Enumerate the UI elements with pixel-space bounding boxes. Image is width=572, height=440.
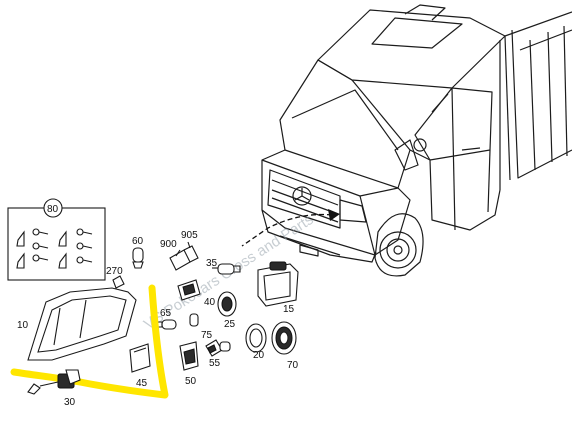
callout-75: 75 [201, 330, 213, 341]
callout-35: 35 [206, 258, 218, 269]
part-15-cover [257, 261, 299, 307]
part-50-socket [179, 341, 199, 371]
part-35-bulb [212, 263, 241, 275]
callout-70: 70 [287, 360, 299, 371]
part-20-cap [245, 323, 267, 353]
callout-50: 50 [185, 376, 197, 387]
part-30-adjuster-motor [27, 369, 81, 395]
callout-905: 905 [181, 230, 198, 241]
callout-10: 10 [17, 320, 29, 331]
callout-30: 30 [64, 397, 76, 408]
part-80-hardware-kit [7, 198, 106, 281]
van-illustration [241, 4, 572, 277]
callout-270: 270 [106, 266, 123, 277]
callout-25: 25 [224, 319, 236, 330]
callout-40: 40 [204, 297, 216, 308]
callout-60: 60 [132, 236, 144, 247]
callout-20: 20 [253, 350, 265, 361]
callout-80: 80 [47, 204, 59, 215]
part-55-bulb-holder [205, 339, 231, 357]
part-25-ring [217, 291, 237, 317]
part-70-large-cap [271, 321, 297, 355]
callout-55: 55 [209, 358, 221, 369]
highlight-outline [10, 284, 169, 399]
callout-65: 65 [160, 308, 172, 319]
part-45-module [129, 343, 151, 373]
callout-15: 15 [283, 304, 295, 315]
callout-900: 900 [160, 239, 177, 250]
part-60-bulb [132, 247, 144, 269]
part-75-bulb [189, 313, 199, 327]
part-10-headlamp [27, 287, 137, 361]
callout-45: 45 [136, 378, 148, 389]
part-900-socket [169, 245, 199, 271]
part-40-socket [177, 279, 201, 301]
